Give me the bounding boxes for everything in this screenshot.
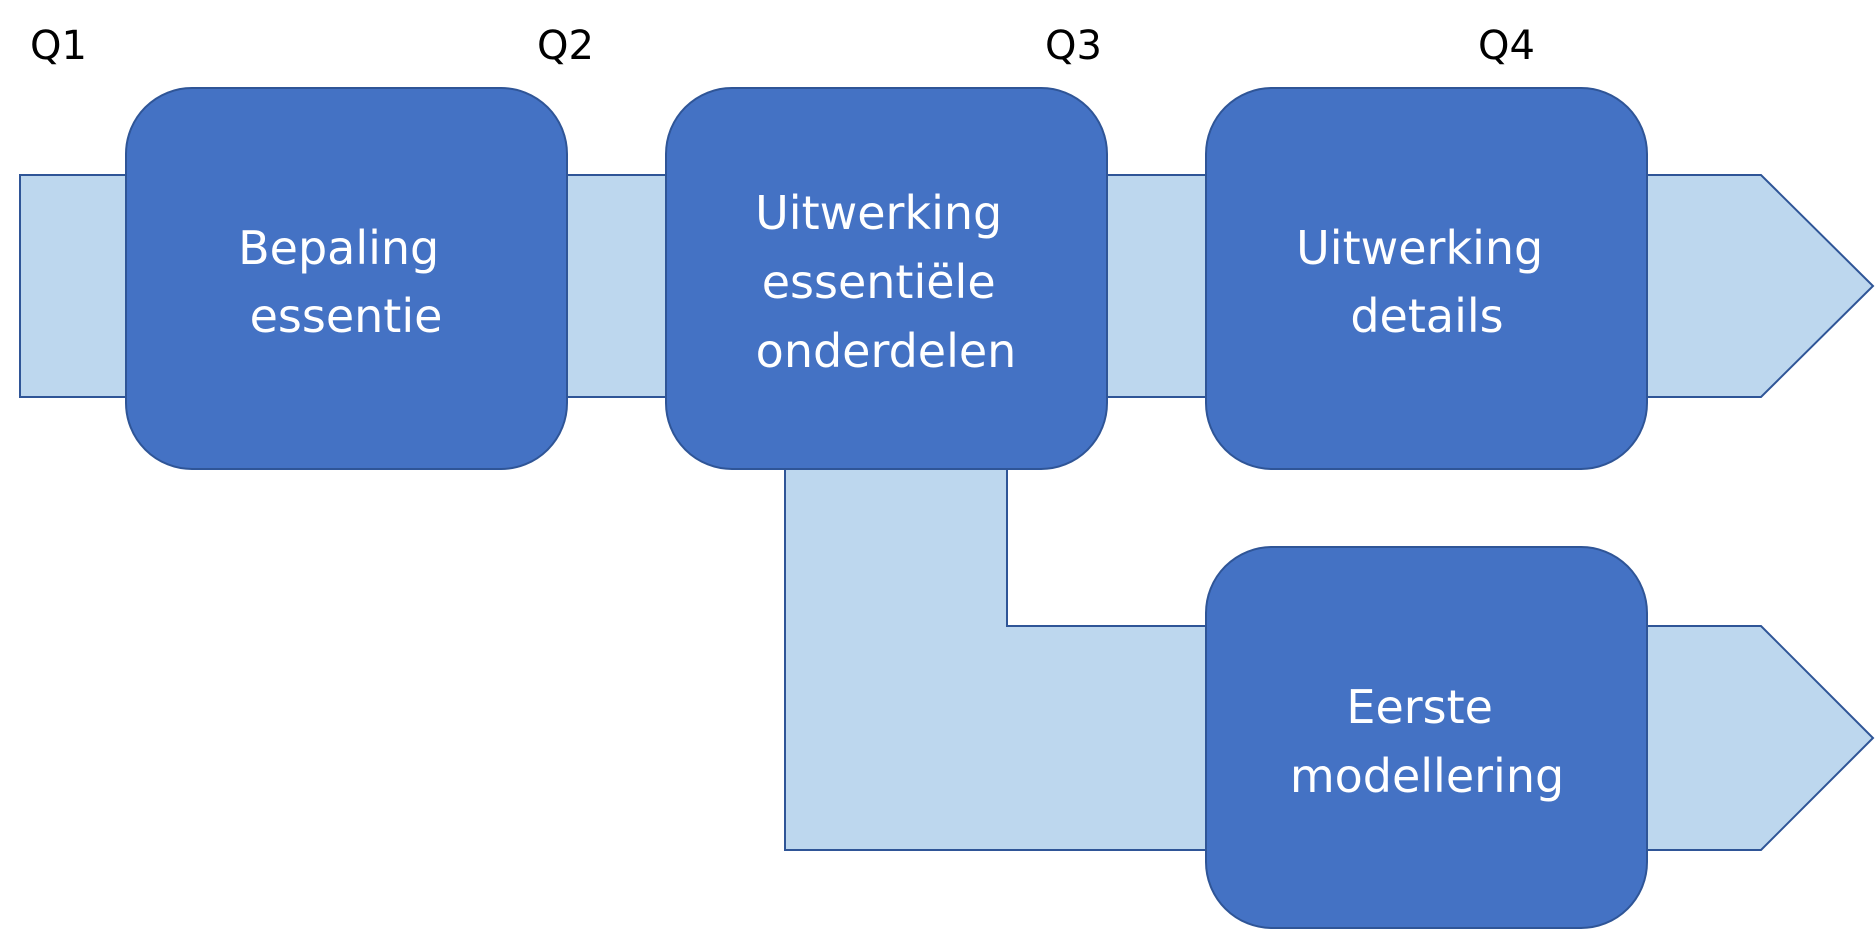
quarter-label-q1: Q1: [30, 23, 87, 69]
step-eerste-modellering: Eerste modellering: [1205, 546, 1648, 929]
step-uitwerking-details: Uitwerking details: [1205, 87, 1648, 470]
step-label: Eerste modellering: [1290, 680, 1564, 803]
quarter-label-q2: Q2: [537, 23, 594, 69]
step-box: [1205, 546, 1648, 929]
step-box: [1205, 87, 1648, 470]
step-label: Uitwerking details: [1296, 221, 1558, 343]
step-bepaling-essentie: Bepaling essentie: [125, 87, 568, 470]
quarter-label-q4: Q4: [1478, 23, 1535, 69]
step-box: [665, 87, 1108, 470]
step-label: Uitwerking essentiële onderdelen: [755, 186, 1017, 378]
step-label: Bepaling essentie: [238, 221, 454, 343]
quarter-label-q3: Q3: [1045, 23, 1102, 69]
step-uitwerking-essentiele-onderdelen: Uitwerking essentiële onderdelen: [665, 87, 1108, 470]
step-box: [125, 87, 568, 470]
